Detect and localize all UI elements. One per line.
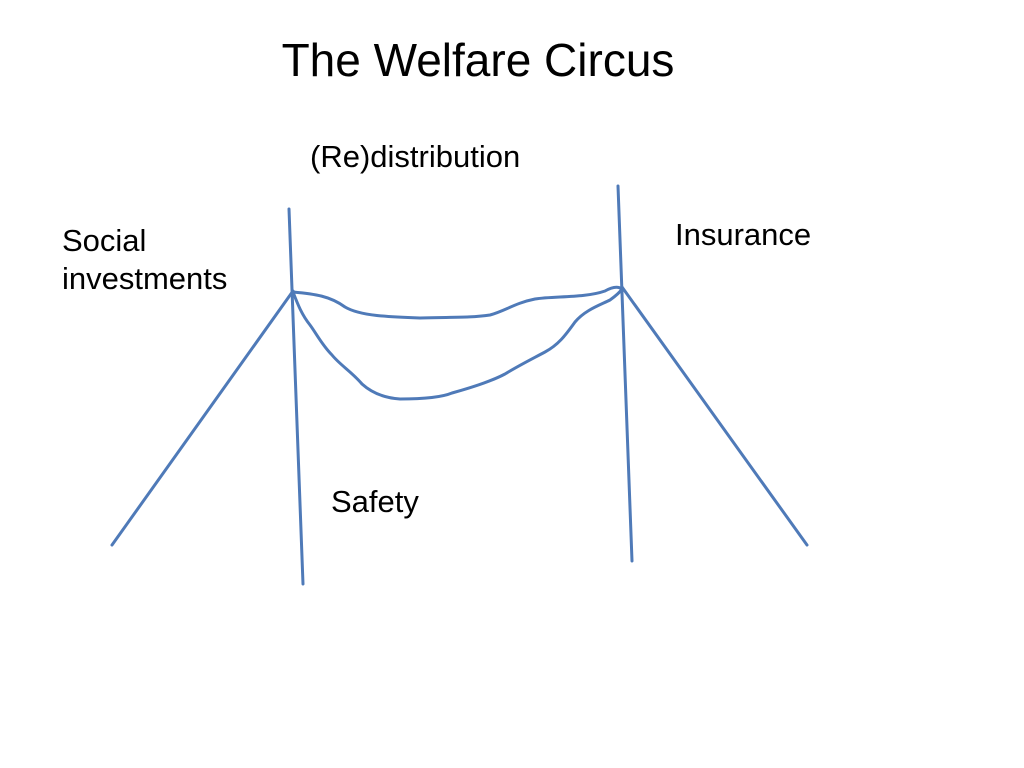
left-guy-wire	[110, 289, 295, 547]
label-safety: Safety	[331, 484, 419, 519]
tightrope	[291, 285, 624, 320]
label-social-investments-line1: Social	[62, 223, 147, 258]
label-social-investments-line2: investments	[62, 261, 228, 296]
label-redistribution: (Re)distribution	[310, 139, 521, 174]
label-insurance: Insurance	[675, 217, 812, 252]
label-social-investments: Social investments	[62, 222, 282, 298]
right-guy-wire	[620, 285, 809, 547]
right-pole	[616, 184, 634, 563]
slide-title: The Welfare Circus	[281, 34, 675, 86]
safety-net	[291, 287, 624, 401]
left-pole	[287, 207, 305, 586]
